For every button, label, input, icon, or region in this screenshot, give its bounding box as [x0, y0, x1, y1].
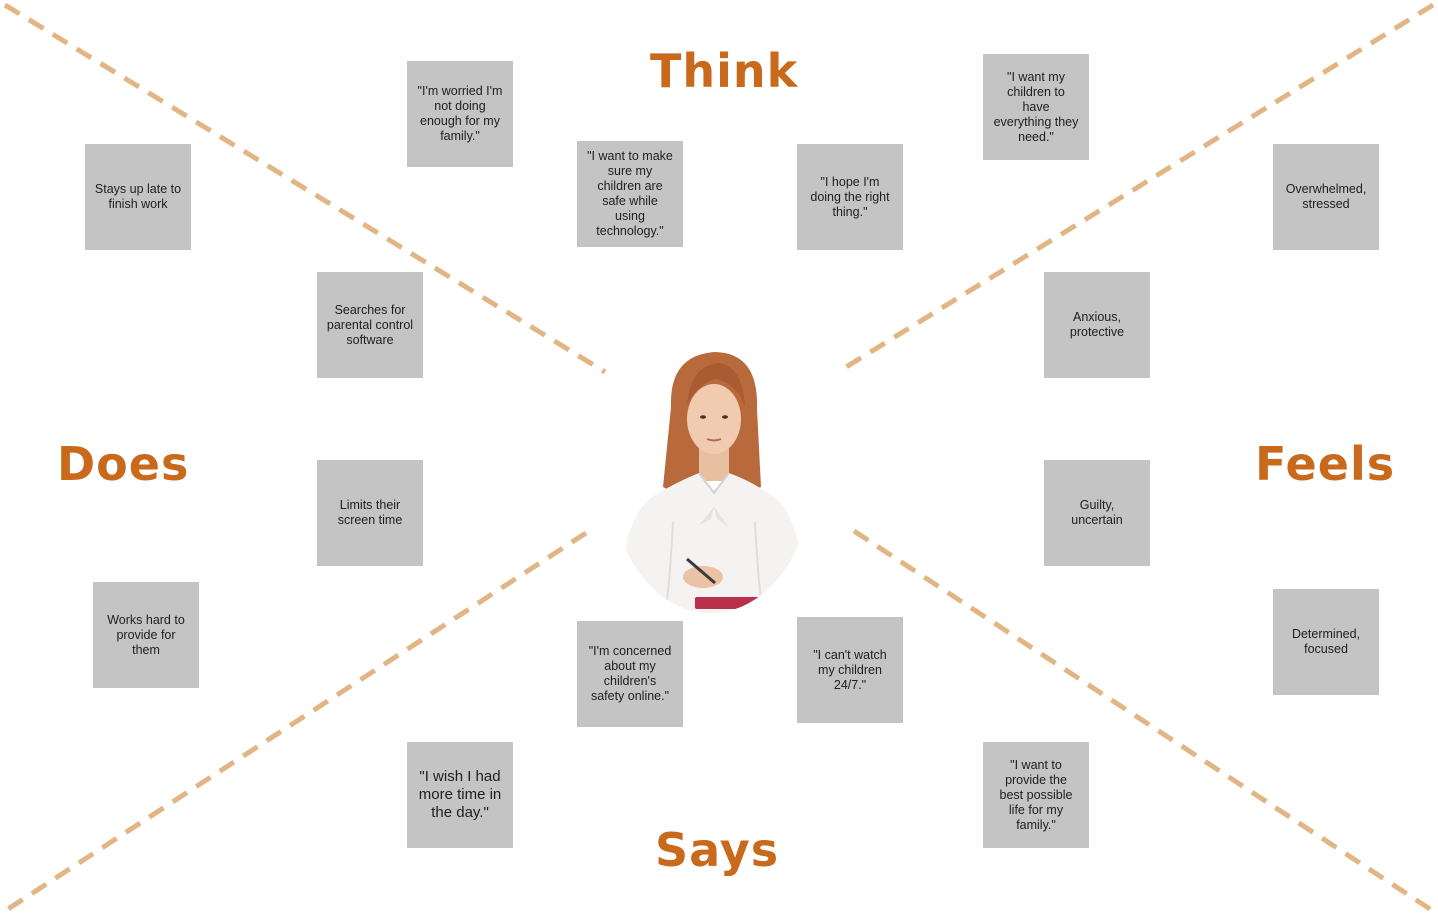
think-note-text: "I want my children to have everything t…: [993, 69, 1079, 144]
think-note: "I'm worried I'm not doing enough for my…: [407, 61, 513, 167]
says-note-text: "I want to provide the best possible lif…: [999, 757, 1073, 832]
feels-note: Overwhelmed, stressed: [1273, 144, 1379, 250]
says-note-text: "I'm concerned about my children's safet…: [588, 644, 672, 703]
says-note: "I wish I had more time in the day.": [407, 742, 513, 848]
does-note: Searches for parental control software: [317, 272, 423, 378]
think-title: Think: [650, 44, 799, 98]
think-note-text: "I'm worried I'm not doing enough for my…: [417, 84, 503, 143]
persona-portrait-icon: [611, 347, 811, 613]
does-note-text: Stays up late to finish work: [94, 182, 182, 211]
think-note-text: "I want to make sure my children are saf…: [587, 149, 673, 238]
think-note-text: "I hope I'm doing the right thing.": [810, 174, 890, 219]
feels-note-text: Anxious, protective: [1069, 310, 1125, 339]
says-note-text: "I wish I had more time in the day.": [418, 768, 502, 821]
think-note: "I hope I'm doing the right thing.": [797, 144, 903, 250]
says-note-text: "I can't watch my children 24/7.": [813, 647, 887, 692]
says-note: "I can't watch my children 24/7.": [797, 617, 903, 723]
think-note: "I want my children to have everything t…: [983, 54, 1089, 160]
does-note: Works hard to provide for them: [93, 582, 199, 688]
says-note: "I want to provide the best possible lif…: [983, 742, 1089, 848]
does-note: Stays up late to finish work: [85, 144, 191, 250]
divider-bottom-left: [3, 530, 588, 914]
feels-note-text: Determined, focused: [1291, 627, 1361, 656]
says-note: "I'm concerned about my children's safet…: [577, 621, 683, 727]
feels-note: Anxious, protective: [1044, 272, 1150, 378]
does-title: Does: [57, 437, 190, 491]
think-note: "I want to make sure my children are saf…: [577, 141, 683, 247]
feels-note-text: Guilty, uncertain: [1071, 498, 1123, 527]
feels-note-text: Overwhelmed, stressed: [1285, 182, 1367, 211]
divider-top-right: [836, 2, 1435, 375]
does-note-text: Works hard to provide for them: [107, 612, 185, 657]
does-note-text: Searches for parental control software: [326, 302, 414, 347]
feels-title: Feels: [1255, 437, 1396, 491]
feels-note: Guilty, uncertain: [1044, 460, 1150, 566]
feels-note: Determined, focused: [1273, 589, 1379, 695]
does-note: Limits their screen time: [317, 460, 423, 566]
says-title: Says: [655, 823, 780, 877]
divider-top-left: [3, 2, 607, 375]
divider-bottom-right: [852, 528, 1435, 914]
does-note-text: Limits their screen time: [337, 498, 403, 527]
